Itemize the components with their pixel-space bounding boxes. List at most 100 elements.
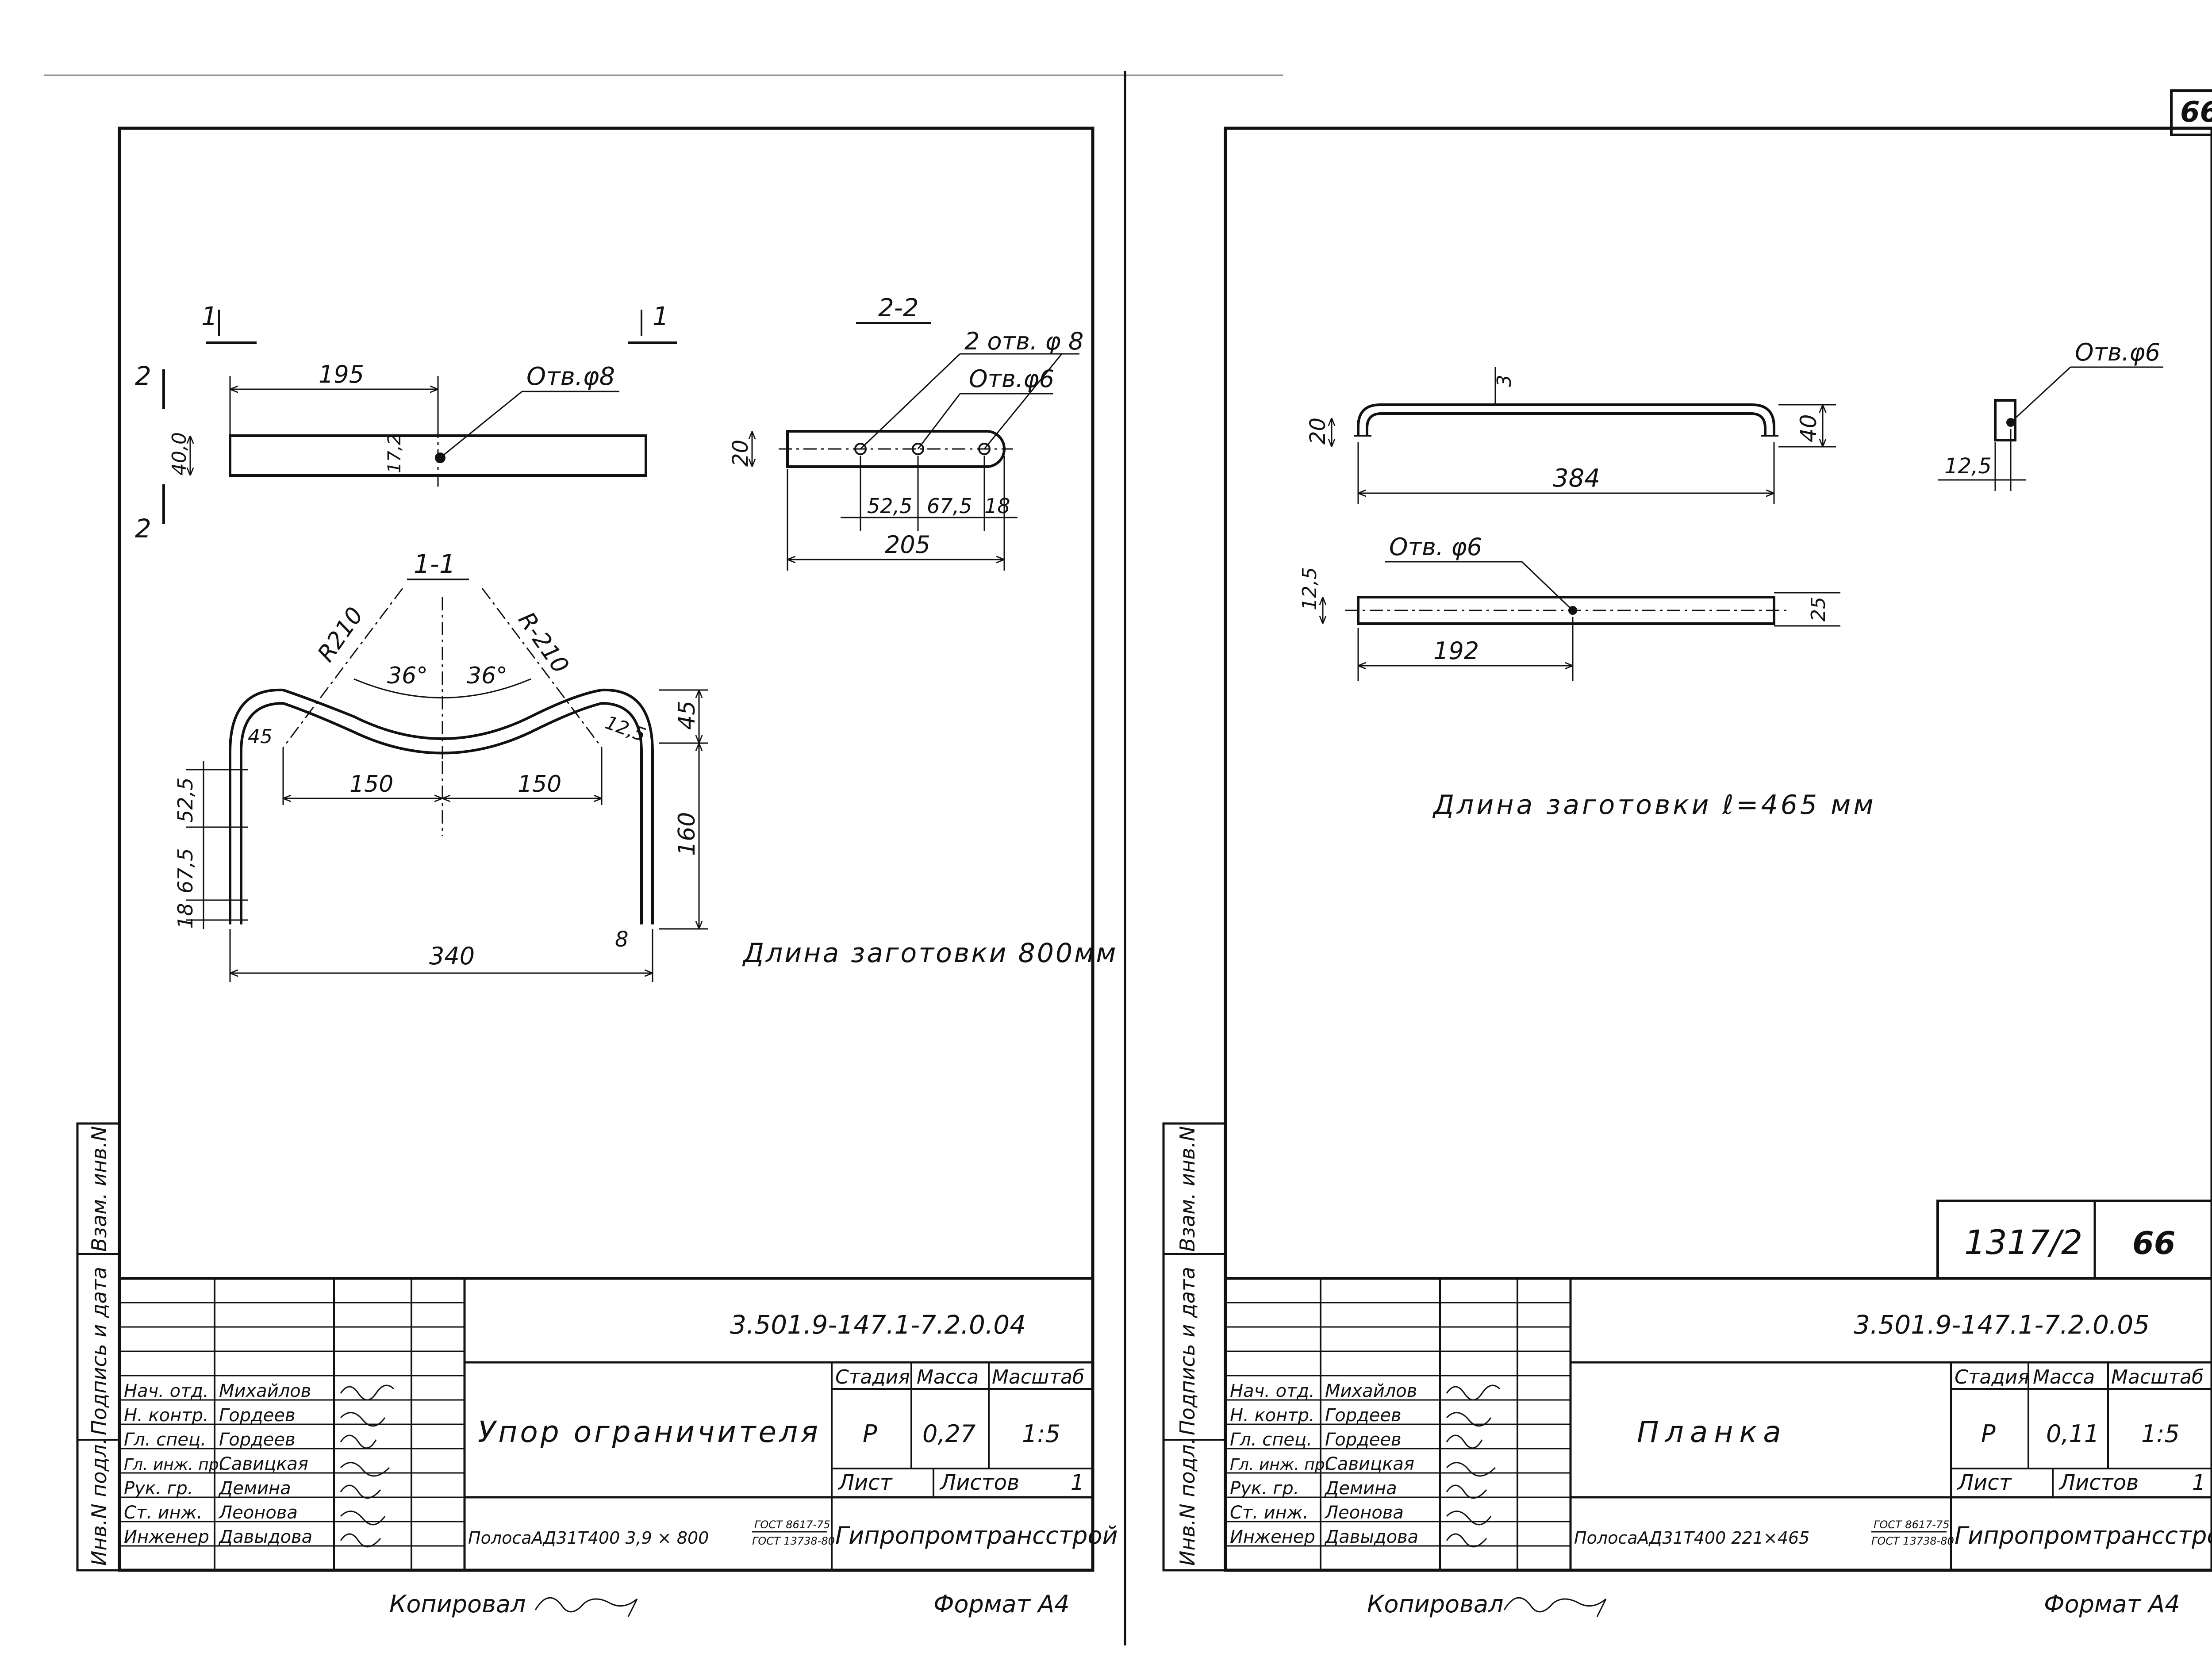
right-dim-25: 25 [1807, 597, 1830, 621]
dim-40: 40,0 [168, 432, 191, 475]
page-number-box [2170, 89, 2212, 136]
section-mark-1-right: 1 [653, 301, 669, 331]
right-staff-name-6: Леонова [1324, 1503, 1404, 1523]
right-sheets-label: Листов [2058, 1470, 2139, 1495]
right-staff-name-2: Гордеев [1325, 1405, 1402, 1426]
right-dim-192: 192 [1433, 637, 1479, 665]
left-sheets-label: Листов [939, 1470, 1019, 1495]
left-staff-role-5: Рук. гр. [124, 1478, 193, 1499]
right-col-stage: Стадия [1955, 1366, 2029, 1388]
right-copier-signature [1503, 1597, 1607, 1617]
right-stamp-code: 1317/2 [1964, 1223, 2082, 1262]
left-side-label-3: Инв.N подл. [87, 1438, 111, 1566]
right-col-mass: Масса [2033, 1366, 2095, 1388]
left-material-std-bottom: ГОСТ 13738-80 [752, 1535, 835, 1547]
section-mark-2-bottom: 2 [135, 514, 151, 544]
right-staff-role-1: Нач. отд. [1230, 1381, 1315, 1401]
left-stage-value: Р [863, 1420, 877, 1448]
angle-36-left: 36° [387, 663, 428, 689]
left-sheet-frame [118, 127, 1094, 1572]
left-material: ПолосаАД31Т400 3,9 × 800 [468, 1528, 709, 1548]
right-staff-name-1: Михайлов [1325, 1381, 1417, 1401]
right-dim-40: 40 [1796, 414, 1821, 442]
dim-67-5-vertical: 67,5 [173, 848, 197, 893]
left-staff-role-3: Гл. спец. [124, 1430, 206, 1450]
dim-45: 45 [674, 701, 700, 730]
right-material-std-top: ГОСТ 8617-75 [1874, 1518, 1950, 1531]
right-staff-name-5: Демина [1324, 1478, 1397, 1499]
radius-210-right: R-210 [513, 607, 574, 679]
section-1-1-label: 1-1 [414, 549, 456, 579]
right-staff-role-5: Рук. гр. [1230, 1478, 1299, 1499]
left-material-std-top: ГОСТ 8617-75 [754, 1518, 830, 1531]
hole-8-note: Отв.φ8 [526, 362, 615, 391]
right-material: ПолосаАД31Т400 221×465 [1574, 1528, 1809, 1548]
left-staff-name-5: Демина [218, 1478, 291, 1499]
right-staff-role-6: Ст. инж. [1230, 1503, 1309, 1523]
dim-18-vertical: 18 [173, 903, 197, 929]
right-sheet-frame [1224, 127, 2212, 1572]
dim-17-2: 17,2 [384, 434, 405, 473]
dim-18: 18 [984, 494, 1010, 518]
right-stage-value: Р [1981, 1420, 1996, 1448]
right-doc-code: 3.501.9-147.1-7.2.0.05 [1854, 1310, 2150, 1340]
dim-205: 205 [885, 531, 930, 559]
right-sheets-count: 1 [2192, 1470, 2206, 1495]
dim-20-left: 20 [728, 440, 753, 467]
hole-6-note: Отв.φ6 [969, 365, 1054, 393]
left-format: Формат А4 [933, 1590, 1070, 1618]
left-copied-by: Копировал [389, 1590, 526, 1618]
left-col-stage: Стадия [835, 1366, 910, 1388]
planka-side-view [1357, 403, 1775, 436]
right-hole-note-top: Отв.φ6 [2075, 338, 2160, 366]
left-staff-role-1: Нач. отд. [124, 1381, 209, 1401]
right-staff-name-3: Гордеев [1325, 1430, 1402, 1450]
right-scale-value: 1:5 [2141, 1420, 2180, 1448]
left-sheet-label: Лист [837, 1470, 893, 1495]
left-side-label-2: Подпись и дата [87, 1267, 111, 1435]
right-sheet-label: Лист [1957, 1470, 2012, 1495]
dim-150-right: 150 [518, 771, 561, 798]
dim-340: 340 [429, 942, 475, 970]
right-title-block: Нач. отд. Михайлов Н. контр. Гордеев Гл.… [1224, 1277, 2212, 1572]
dim-8: 8 [615, 927, 629, 952]
right-stamp: 1317/2 66 [1936, 1200, 2212, 1280]
radius-210-left: R210 [312, 602, 369, 667]
left-mass-value: 0,27 [922, 1420, 975, 1448]
right-dim-384: 384 [1553, 464, 1600, 493]
planka-end-view [1994, 399, 2016, 441]
right-side-label-1: Взам. инв.N [1175, 1126, 1199, 1252]
section-mark-2-top: 2 [135, 361, 151, 391]
right-side-label-3: Инв.N подл. [1175, 1438, 1199, 1566]
right-stamp-page: 66 [2132, 1225, 2175, 1262]
left-title-block: Нач. отд. Михайлов Н. контр. Гордеев Гл.… [118, 1277, 1118, 1572]
right-staff-name-4: Савицкая [1325, 1454, 1414, 1474]
left-organization: Гипропромтрансстрой [835, 1522, 1118, 1549]
dim-195: 195 [319, 360, 364, 388]
right-staff-name-7: Давыдова [1324, 1527, 1418, 1547]
left-staff-name-7: Давыдова [218, 1527, 312, 1547]
right-format: Формат А4 [2044, 1590, 2180, 1618]
right-dim-20: 20 [1306, 418, 1330, 445]
dim-160: 160 [674, 812, 700, 856]
left-blank-length-note: Длина заготовки 800мм [742, 938, 1118, 969]
right-staff-role-7: Инженер [1230, 1527, 1315, 1547]
left-staff-role-4: Гл. инж. пр. [124, 1456, 224, 1474]
upor-profile-inner [240, 702, 643, 924]
left-sheet: Взам. инв.N Подпись и дата Инв.N подл. 1… [76, 127, 1118, 1618]
left-sheets-count: 1 [1071, 1470, 1084, 1495]
dim-150-left: 150 [349, 771, 393, 798]
right-material-std-bottom: ГОСТ 13738-80 [1871, 1535, 1954, 1547]
holes-2x8-note: 2 отв. φ 8 [964, 327, 1083, 355]
view-2-2-strip [786, 430, 1006, 468]
dim-52-5: 52,5 [867, 494, 912, 518]
right-copied-by: Копировал [1367, 1590, 1504, 1618]
dim-52-5-vertical: 52,5 [173, 778, 197, 823]
right-dim-12-5: 12,5 [1298, 567, 1321, 610]
dim-45-small: 45 [248, 725, 273, 748]
angle-36-right: 36° [467, 663, 507, 689]
view-2-2-label: 2-2 [878, 294, 918, 322]
dim-12-5-small: 12,5 [603, 711, 649, 746]
right-dim-3: 3 [1493, 375, 1516, 387]
left-col-mass: Масса [917, 1366, 979, 1388]
